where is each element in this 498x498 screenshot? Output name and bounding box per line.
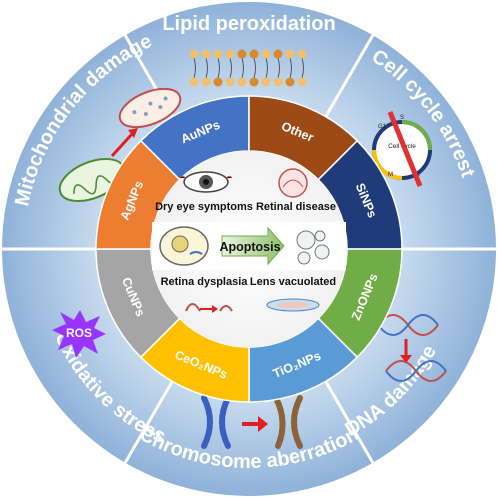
- retina-dysplasia-icon: [185, 303, 233, 313]
- phase-s: S: [400, 115, 404, 121]
- apoptosis-arrow-icon: [221, 226, 285, 266]
- dry-eye-label: Dry eye symptoms: [155, 201, 253, 213]
- phase-m: M: [388, 172, 393, 178]
- ros-label: ROS: [66, 326, 92, 340]
- lipid-peroxidation-label: Lipid peroxidation: [162, 13, 335, 35]
- dry-eye-icon: [179, 171, 233, 193]
- apoptosis-label: Apoptosis: [219, 240, 280, 254]
- retinal-disease-label: Retinal disease: [256, 201, 336, 213]
- ros-burst-icon: ROS: [52, 310, 106, 358]
- lens-vacuolated-label: Lens vacuolated: [250, 276, 336, 288]
- retina-dysplasia-label: Retina dysplasia: [161, 276, 249, 288]
- lipid-bilayer-icon: [189, 49, 307, 87]
- phase-g1: G1: [378, 124, 387, 130]
- chromosome-icon: [201, 395, 303, 449]
- cell-cycle-icon: Cell cycle G1 S M G2: [372, 111, 432, 187]
- retinal-disease-icon: [278, 168, 308, 198]
- cell-icon: [159, 226, 209, 266]
- arrest-bar-icon: [387, 111, 423, 187]
- apoptotic-bodies-icon: [296, 230, 330, 265]
- lens-vacuolated-icon: [266, 298, 320, 312]
